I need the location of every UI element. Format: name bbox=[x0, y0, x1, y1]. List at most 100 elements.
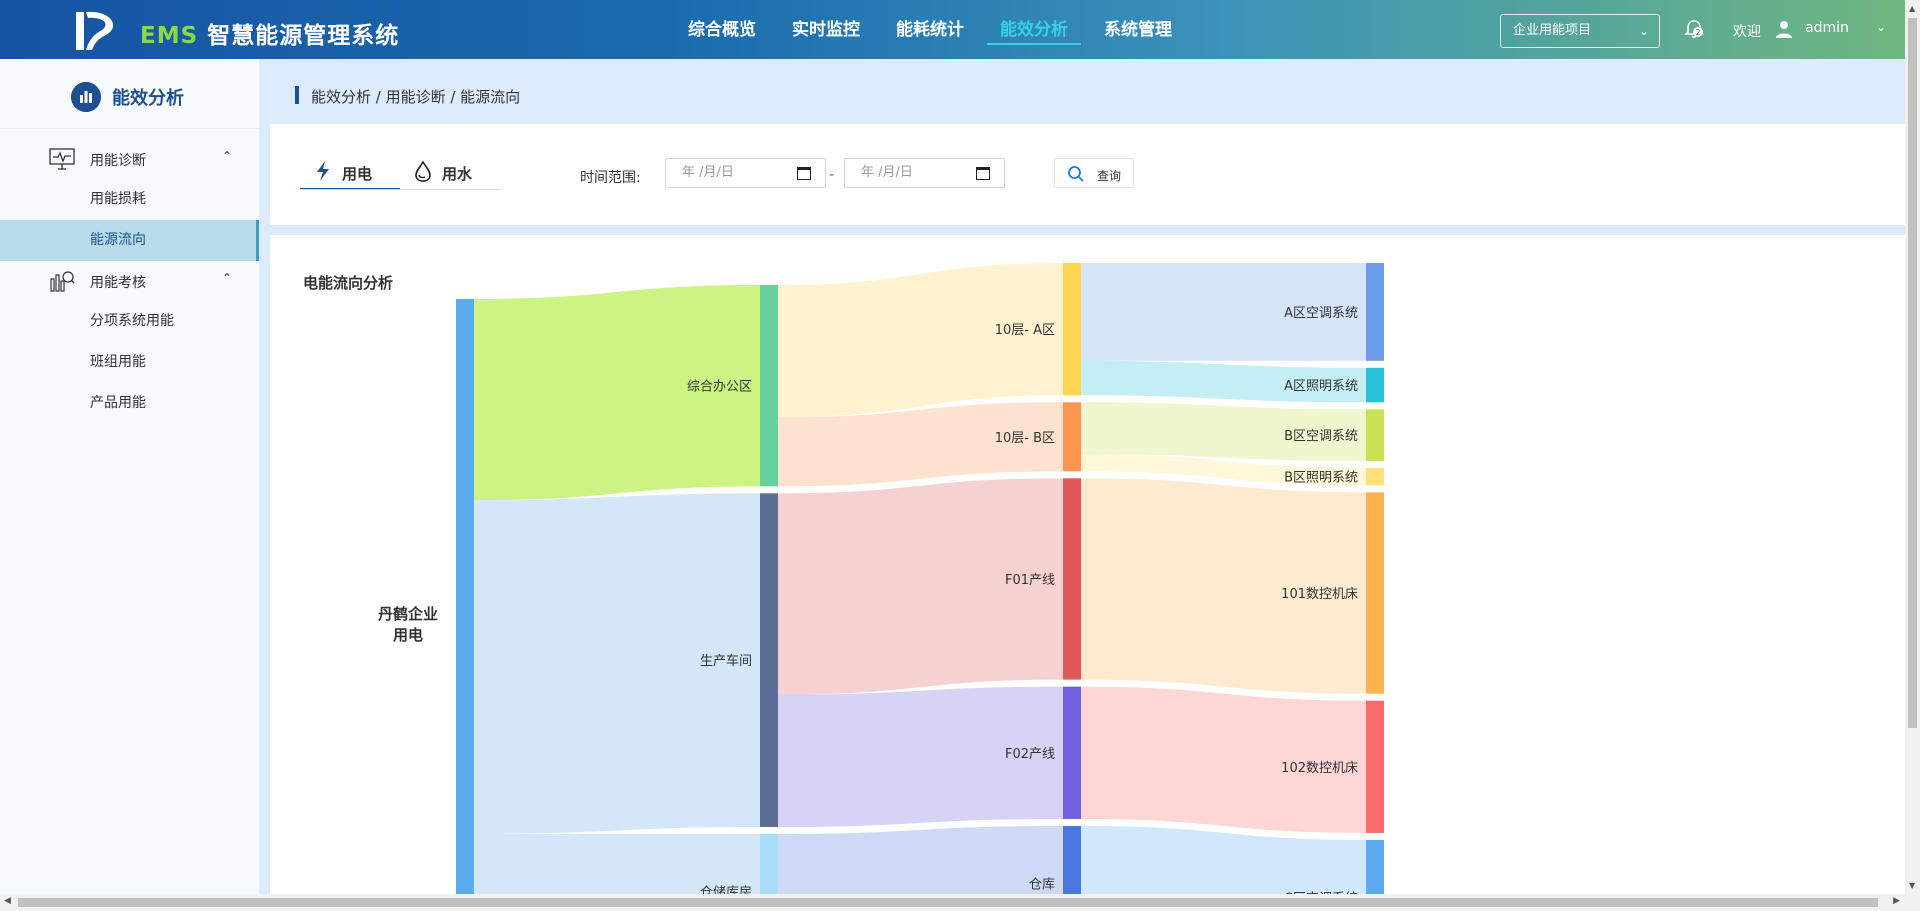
sidebar-item-energy-flow[interactable]: 能源流向 bbox=[0, 220, 259, 261]
sankey-link[interactable] bbox=[778, 825, 1063, 894]
sidebar-item-subsystem[interactable]: 分项系统用能 bbox=[90, 313, 174, 329]
brand-ems: EMS bbox=[140, 23, 199, 49]
sankey-node-label: 10层- B区 bbox=[995, 431, 1055, 446]
scroll-down-icon[interactable]: ▼ bbox=[1909, 881, 1916, 890]
sankey-link[interactable] bbox=[778, 263, 1063, 418]
username[interactable]: admin bbox=[1805, 20, 1849, 36]
date-separator: - bbox=[829, 167, 835, 183]
logo-icon bbox=[76, 11, 114, 50]
sankey-link[interactable] bbox=[1081, 454, 1366, 486]
main-nav: 综合概览 实时监控 能耗统计 能效分析 系统管理 bbox=[670, 0, 1190, 59]
sankey-link[interactable] bbox=[1081, 686, 1366, 833]
sankey-node-label: 丹鹤企业用电 bbox=[378, 605, 438, 644]
sankey-node[interactable] bbox=[1063, 825, 1081, 894]
scroll-left-icon[interactable]: ◀ bbox=[4, 896, 11, 906]
brand-title: 智慧能源管理系统 bbox=[207, 23, 400, 49]
tab-electricity[interactable]: 用电 bbox=[300, 156, 400, 190]
end-date-placeholder: 年 /月/日 bbox=[861, 165, 913, 180]
start-date-input[interactable]: 年 /月/日 bbox=[665, 158, 826, 188]
sankey-node[interactable] bbox=[1366, 492, 1384, 694]
nav-overview[interactable]: 综合概览 bbox=[688, 20, 756, 40]
chevron-down-icon: ⌄ bbox=[1638, 24, 1649, 38]
horizontal-scrollbar[interactable]: ◀ ▶ bbox=[0, 894, 1920, 911]
sankey-node[interactable] bbox=[760, 833, 778, 894]
sidebar: 能效分析 用能诊断 ⌃ 用能损耗 能源流向 用能考核 ⌃ 分项系统用能 班组用能… bbox=[0, 59, 260, 894]
sankey-node[interactable] bbox=[1063, 478, 1081, 680]
query-label: 查询 bbox=[1097, 169, 1122, 183]
sankey-node[interactable] bbox=[760, 493, 778, 827]
scroll-up-icon[interactable]: ▲ bbox=[1909, 4, 1916, 13]
sankey-link[interactable] bbox=[778, 686, 1063, 827]
sankey-link[interactable] bbox=[474, 493, 760, 834]
sankey-node-label: 101数控机床 bbox=[1281, 587, 1358, 602]
sankey-link[interactable] bbox=[474, 285, 760, 501]
sankey-link[interactable] bbox=[1081, 478, 1366, 694]
sankey-node[interactable] bbox=[1366, 409, 1384, 462]
calendar-icon[interactable] bbox=[976, 167, 990, 180]
sidebar-header: 能效分析 bbox=[0, 59, 259, 129]
sankey-link[interactable] bbox=[778, 478, 1063, 695]
bell-icon[interactable]: 2 bbox=[1683, 18, 1705, 40]
query-button[interactable]: 查询 bbox=[1054, 158, 1134, 188]
user-icon bbox=[1776, 21, 1792, 38]
top-header: EMS 智慧能源管理系统 综合概览 实时监控 能耗统计 能效分析 系统管理 企业… bbox=[0, 0, 1905, 59]
scrollbar-thumb[interactable] bbox=[18, 898, 1878, 907]
sankey-node-label: F02产线 bbox=[1005, 747, 1055, 762]
sidebar-item-product[interactable]: 产品用能 bbox=[90, 395, 146, 411]
sankey-node[interactable] bbox=[456, 299, 474, 894]
sidebar-group-label: 用能考核 bbox=[90, 275, 146, 291]
sankey-link[interactable] bbox=[1081, 825, 1366, 894]
chart-title: 电能流向分析 bbox=[303, 274, 394, 292]
sidebar-item-team[interactable]: 班组用能 bbox=[90, 354, 146, 370]
sankey-node-label: 综合办公区 bbox=[687, 380, 752, 395]
sidebar-group-label: 用能诊断 bbox=[90, 153, 146, 169]
sankey-node[interactable] bbox=[1063, 402, 1081, 472]
nav-system[interactable]: 系统管理 bbox=[1104, 20, 1172, 40]
sankey-node-label: B区空调系统 bbox=[1284, 429, 1358, 444]
sankey-node[interactable] bbox=[1366, 263, 1384, 361]
nav-consumption[interactable]: 能耗统计 bbox=[896, 20, 964, 40]
notification-count: 2 bbox=[1695, 28, 1700, 37]
sankey-node[interactable] bbox=[1366, 839, 1384, 894]
project-select[interactable]: 企业用能项目 ⌄ bbox=[1500, 14, 1660, 48]
start-date-placeholder: 年 /月/日 bbox=[682, 165, 734, 180]
nav-monitoring[interactable]: 实时监控 bbox=[792, 20, 860, 40]
assessment-icon bbox=[50, 271, 75, 292]
sankey-link[interactable] bbox=[1081, 263, 1366, 361]
sankey-node-label: 仓库 bbox=[1029, 876, 1055, 892]
sankey-node[interactable] bbox=[1366, 700, 1384, 833]
sankey-node-label: A区空调系统 bbox=[1284, 306, 1358, 321]
sidebar-group-diagnosis[interactable]: 用能诊断 ⌃ bbox=[0, 139, 259, 179]
sankey-node[interactable] bbox=[1366, 367, 1384, 403]
time-range-label: 时间范围: bbox=[580, 170, 641, 186]
sankey-link[interactable] bbox=[474, 833, 760, 894]
calendar-icon[interactable] bbox=[797, 167, 811, 180]
tab-water[interactable]: 用水 bbox=[400, 156, 500, 190]
sankey-link[interactable] bbox=[1081, 360, 1366, 403]
nav-efficiency[interactable]: 能效分析 bbox=[987, 0, 1081, 59]
chevron-up-icon: ⌃ bbox=[222, 271, 233, 285]
sankey-node[interactable] bbox=[1063, 686, 1081, 819]
vertical-scrollbar[interactable]: ▲ ▼ bbox=[1905, 0, 1920, 894]
sankey-node[interactable] bbox=[1063, 263, 1081, 396]
sankey-link[interactable] bbox=[1081, 402, 1366, 462]
sidebar-item-loss[interactable]: 用能损耗 bbox=[90, 191, 146, 207]
end-date-input[interactable]: 年 /月/日 bbox=[844, 158, 1005, 188]
monitor-icon bbox=[49, 148, 75, 170]
scroll-right-icon[interactable]: ▶ bbox=[1893, 896, 1900, 906]
sidebar-group-assessment[interactable]: 用能考核 ⌃ bbox=[0, 261, 259, 301]
scrollbar-thumb[interactable] bbox=[1908, 18, 1917, 728]
tab-divider bbox=[300, 189, 500, 190]
chevron-down-icon[interactable]: ⌄ bbox=[1876, 20, 1887, 34]
lightning-icon bbox=[317, 161, 329, 181]
chevron-up-icon: ⌃ bbox=[222, 149, 233, 163]
welcome-text: 欢迎 bbox=[1733, 24, 1761, 40]
filter-panel: 用电 用水 时间范围: 年 /月/日 - 年 /月/日 查询 bbox=[270, 124, 1905, 225]
sankey-node[interactable] bbox=[1366, 468, 1384, 486]
water-drop-icon bbox=[415, 160, 431, 182]
sankey-node[interactable] bbox=[760, 285, 778, 487]
sankey-link[interactable] bbox=[778, 402, 1063, 487]
search-icon bbox=[1068, 166, 1084, 182]
